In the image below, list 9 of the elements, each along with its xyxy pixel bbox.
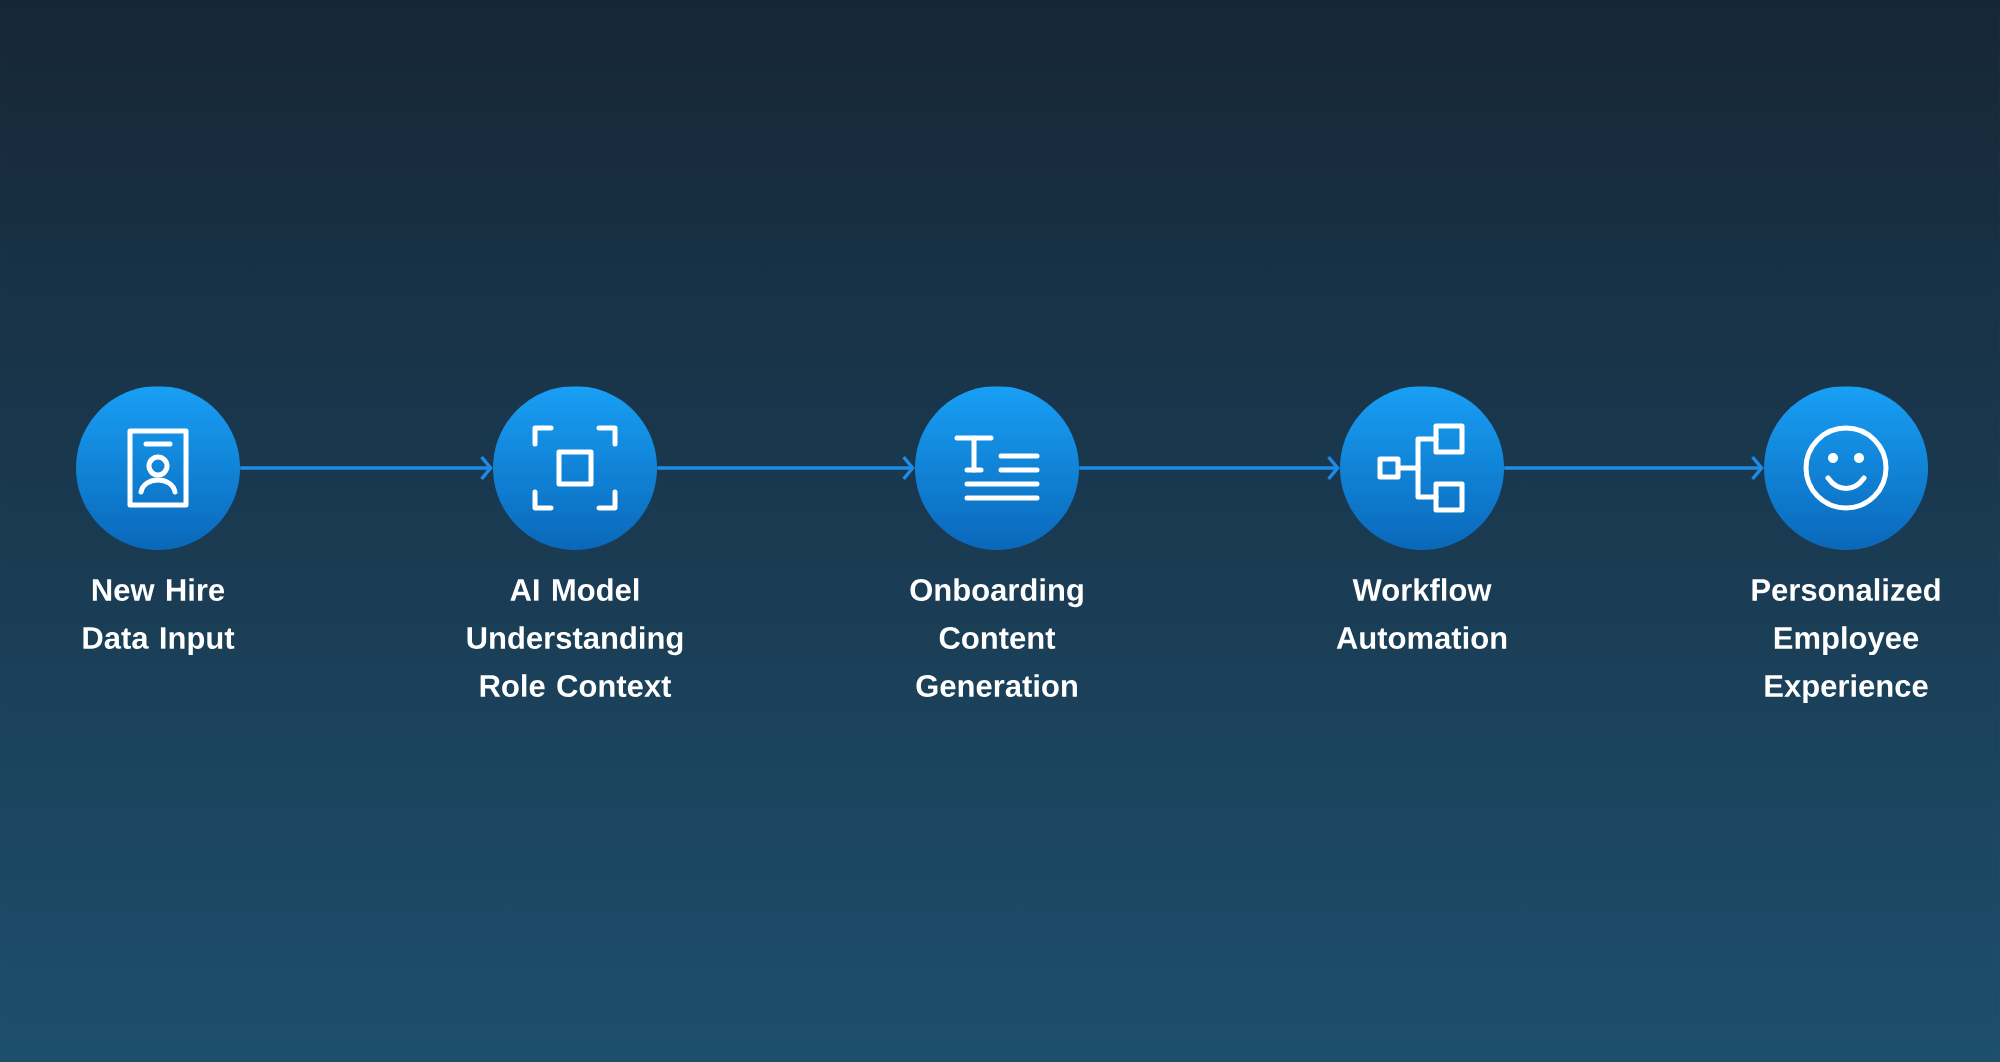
- arrow: [1079, 455, 1340, 481]
- step-label: Onboarding Content Generation: [910, 578, 1083, 697]
- arrow: [1504, 455, 1764, 481]
- step-label: AI Model Understanding Role Context: [467, 578, 683, 697]
- step-label: Personalized Employee Experience: [1752, 578, 1940, 704]
- step-label: Workflow Automation: [1336, 578, 1507, 649]
- arrow: [240, 455, 493, 481]
- arrow: [657, 455, 915, 481]
- step-label: New Hire Data Input: [83, 578, 235, 656]
